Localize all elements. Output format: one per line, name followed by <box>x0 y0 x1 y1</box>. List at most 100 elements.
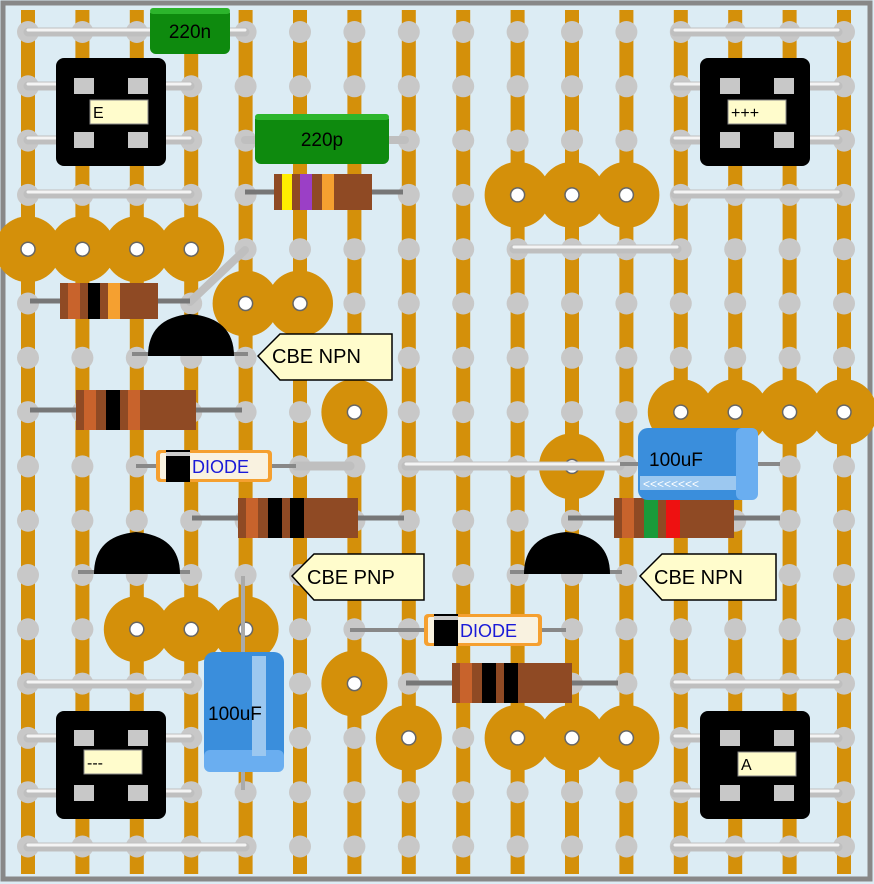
hole <box>452 21 475 43</box>
hole <box>561 75 583 98</box>
hole <box>833 726 855 749</box>
hole <box>397 21 420 43</box>
hole <box>289 672 311 695</box>
diode-top-label: DIODE <box>192 457 249 477</box>
hole <box>289 21 311 43</box>
hole <box>833 75 855 98</box>
hole <box>452 75 475 98</box>
hole <box>561 346 583 369</box>
hole <box>833 781 855 804</box>
capacitor-100uf-left-label: 100uF <box>208 704 262 725</box>
hole <box>17 564 39 586</box>
hole <box>234 781 257 804</box>
hole <box>452 509 475 532</box>
hole <box>125 509 148 532</box>
hole <box>71 509 94 532</box>
connector-top-left: E <box>56 58 166 166</box>
hole <box>669 346 692 369</box>
solder-pad-hole <box>292 295 308 312</box>
hole <box>833 183 855 206</box>
hole <box>289 238 311 261</box>
hole <box>561 21 583 43</box>
hole <box>561 509 583 532</box>
hole <box>506 781 529 804</box>
hole <box>397 238 420 261</box>
hole <box>561 835 583 858</box>
hole <box>289 401 311 424</box>
hole <box>506 509 529 532</box>
polarity-markers: <<<<<<<< <box>643 477 699 491</box>
hole <box>452 564 475 586</box>
hole <box>778 346 801 369</box>
copper-strip <box>293 10 307 874</box>
hole <box>452 292 475 315</box>
solder-pad-hole <box>237 621 254 638</box>
hole <box>289 75 311 98</box>
connector-label-positive: +++ <box>731 105 759 122</box>
solder-pads <box>0 161 874 771</box>
solder-pad-hole <box>509 730 526 746</box>
resistor-5 <box>568 498 780 538</box>
capacitor-220n: 220n <box>150 8 230 54</box>
solder-pad-hole <box>509 187 526 203</box>
copper-strip <box>401 10 416 874</box>
solder-pad-hole <box>183 241 199 257</box>
hole <box>615 129 638 152</box>
capacitor-100uf-right-label: 100uF <box>649 450 703 471</box>
solder-pad-hole <box>727 404 743 420</box>
hole <box>833 564 855 586</box>
solder-pad-hole <box>20 241 36 257</box>
hole <box>615 618 638 641</box>
hole <box>506 346 529 369</box>
resistor-6 <box>406 663 618 703</box>
hole <box>452 781 475 804</box>
solder-pad-hole <box>781 404 798 420</box>
hole <box>615 455 638 478</box>
hole <box>778 564 801 586</box>
solder-pad-hole <box>564 187 580 203</box>
hole <box>343 238 366 261</box>
hole <box>452 401 475 424</box>
hole <box>506 75 529 98</box>
connector-label-e: E <box>93 105 104 122</box>
hole <box>778 455 801 478</box>
hole <box>71 618 94 641</box>
transistor-q1: CBE NPN <box>132 314 393 381</box>
hole <box>343 835 366 858</box>
hole <box>561 129 583 152</box>
hole <box>506 835 529 858</box>
hole <box>343 781 366 804</box>
hole <box>778 238 801 261</box>
transistor-q1-label: CBE NPN <box>272 346 361 368</box>
hole <box>833 292 855 315</box>
hole <box>778 292 801 315</box>
hole <box>833 618 855 641</box>
hole <box>778 509 801 532</box>
hole <box>615 346 638 369</box>
hole <box>289 835 311 858</box>
hole <box>506 21 529 43</box>
hole <box>506 401 529 424</box>
hole <box>71 564 94 586</box>
connector-top-right: +++ <box>700 58 810 166</box>
connector-bottom-right: A <box>700 711 810 819</box>
hole <box>397 183 420 206</box>
resistor-4 <box>192 498 404 538</box>
hole <box>397 401 420 424</box>
hole <box>833 455 855 478</box>
hole <box>833 672 855 695</box>
solder-pad-hole <box>74 241 91 257</box>
connector-bottom-left: --- <box>56 711 166 819</box>
hole <box>615 672 638 695</box>
solder-pad-hole <box>401 730 417 746</box>
hole <box>724 292 747 315</box>
solder-pad-hole <box>618 730 635 746</box>
copper-strip <box>456 10 471 874</box>
hole <box>833 21 855 43</box>
hole <box>615 75 638 98</box>
hole <box>180 509 203 532</box>
resistor-3 <box>30 390 242 430</box>
hole <box>234 401 257 424</box>
